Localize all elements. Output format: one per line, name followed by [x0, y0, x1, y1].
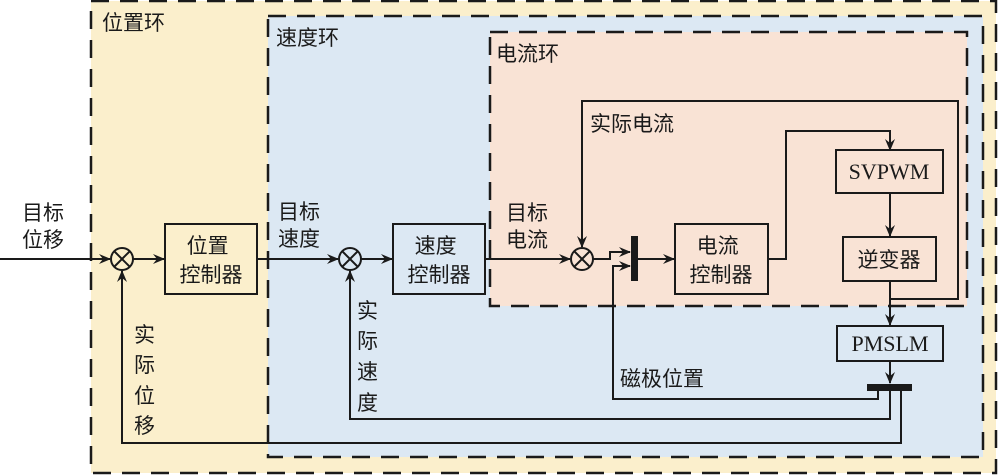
- magnetic-pole-feedback: [613, 391, 879, 400]
- pmslm-label: PMSLM: [851, 331, 928, 356]
- position-loop-title: 位置环: [102, 11, 165, 35]
- magnetic-pole-label: 磁极位置: [620, 367, 704, 391]
- actual-position-label: 实 际 位 移: [134, 323, 162, 438]
- position-controller-label: 位置 控制器: [180, 234, 243, 287]
- current-loop-title: 电流环: [496, 42, 559, 66]
- actual-position-feedback: [117, 270, 902, 444]
- speed-loop-title: 速度环: [276, 26, 339, 50]
- sensor-bar: [867, 384, 912, 391]
- speed-controller-label: 速度 控制器: [408, 234, 471, 287]
- speed-loop-border: [266, 14, 985, 459]
- controller-to-svpwm-wire: [768, 130, 895, 260]
- actual-current-label: 实际电流: [590, 112, 674, 136]
- actual-speed-label: 实 际 速 度: [357, 299, 385, 415]
- actual-speed-feedback: [345, 270, 891, 420]
- target-speed-label: 目标 速度: [278, 200, 327, 251]
- target-current-label: 目标 电流: [506, 201, 555, 252]
- current-controller-label: 电流 控制器: [690, 234, 753, 287]
- position-loop-border: [89, 0, 998, 475]
- inverter-label: 逆变器: [858, 248, 921, 272]
- target-position-label: 目标 位移: [22, 201, 71, 252]
- current-error-arrow: [593, 247, 631, 260]
- actual-current-feedback: [577, 100, 959, 300]
- speed-controller-block: [392, 223, 486, 295]
- svpwm-block: [835, 149, 944, 194]
- current-controller-block: [674, 223, 769, 295]
- magnetic-pole-arrow: [612, 261, 631, 400]
- current-loop-border: [488, 30, 969, 308]
- transform-bar: [631, 236, 638, 281]
- svpwm-label: SVPWM: [849, 159, 930, 184]
